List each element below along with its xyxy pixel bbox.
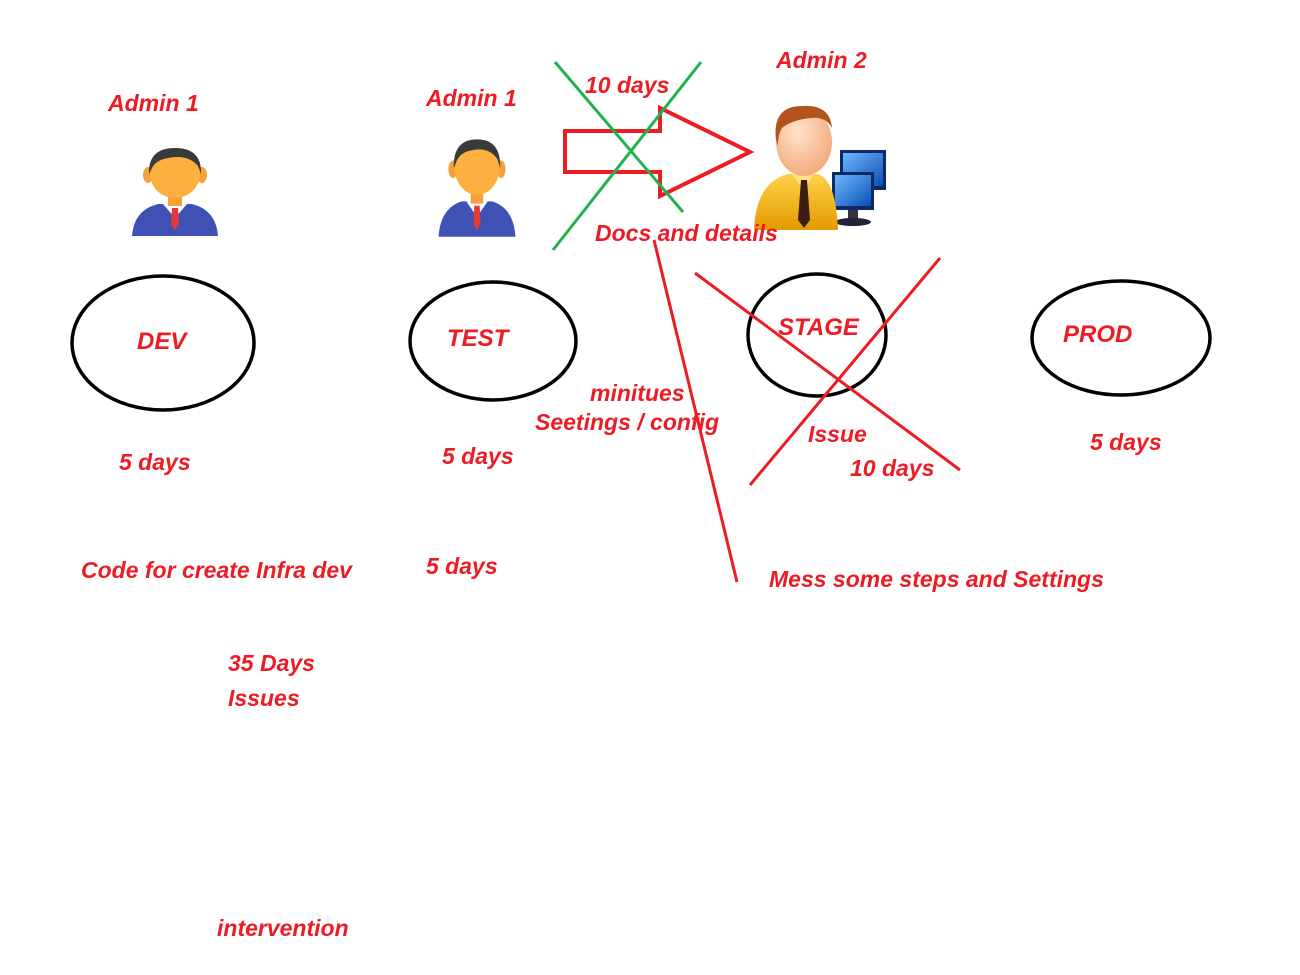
admin-user-icon — [132, 148, 218, 236]
duration-label-test: 5 days — [442, 443, 514, 469]
mess-steps-label: Mess some steps and Settings — [769, 566, 1104, 592]
intervention-label: intervention — [217, 915, 349, 941]
admin-label-dev: Admin 1 — [108, 90, 199, 116]
env-label-prod: PROD — [1063, 321, 1133, 348]
handoff-strike-line-2 — [551, 61, 703, 251]
env-node-dev-ellipse — [70, 274, 256, 412]
env-label-test: TEST — [447, 325, 509, 352]
handoff-arrow — [563, 104, 755, 200]
stage-strike-line-2 — [748, 257, 942, 486]
total-days-label: 35 Days — [228, 650, 315, 676]
settings-config-label: Seetings / config — [535, 409, 720, 435]
issues-label: Issues — [228, 685, 300, 711]
handoff-strike-line-1 — [553, 61, 685, 213]
extra-test-days-label: 5 days — [426, 553, 498, 579]
duration-label-stage: 10 days — [850, 455, 935, 481]
admin-computer-user-icon — [754, 105, 886, 230]
env-node-prod-ellipse — [1030, 279, 1212, 397]
handoff-time-label: 10 days — [585, 72, 670, 98]
docs-pointer-line — [652, 239, 739, 583]
duration-label-dev: 5 days — [119, 449, 191, 475]
minutes-label: minitues — [590, 380, 685, 406]
handoff-docs-label: Docs and details — [595, 220, 778, 246]
admin-label-stage: Admin 2 — [776, 47, 867, 73]
env-node-stage-ellipse — [746, 272, 888, 398]
admin-user-icon — [438, 139, 516, 237]
env-node-test-ellipse — [408, 280, 578, 402]
env-label-dev: DEV — [137, 328, 187, 355]
stage-strike-line-1 — [694, 271, 961, 472]
code-infra-label: Code for create Infra dev — [81, 557, 352, 583]
env-label-stage: STAGE — [778, 314, 859, 341]
duration-label-prod: 5 days — [1090, 429, 1162, 455]
admin-label-test: Admin 1 — [426, 85, 517, 111]
issue-label: Issue — [808, 421, 867, 447]
